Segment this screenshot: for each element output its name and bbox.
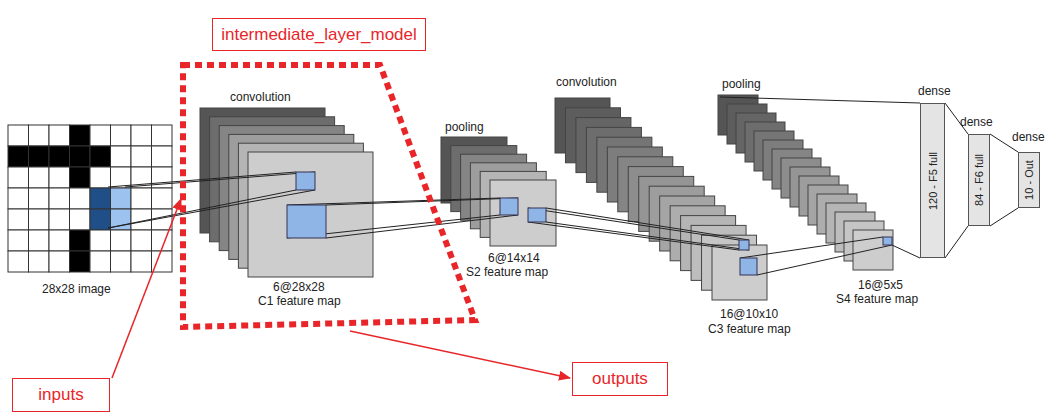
layer-type: pooling	[445, 120, 484, 134]
pixel-cell	[8, 209, 29, 230]
receptive-lines	[108, 97, 920, 275]
pixel-cell	[90, 230, 111, 251]
node-text: 120 - F5 full	[927, 151, 939, 209]
pixel-cell	[29, 230, 50, 251]
pixel-cell	[49, 167, 70, 188]
dense-layer: 10 - Out	[1018, 152, 1040, 208]
pixel-cell	[131, 251, 152, 272]
pixel-cell	[90, 167, 111, 188]
pixel-cell	[49, 230, 70, 251]
pixel-cell	[29, 146, 50, 167]
pixel-cell	[131, 125, 152, 146]
highlight-patches	[287, 172, 892, 275]
node-text: intermediate_layer_model	[221, 25, 417, 45]
pixel-cell	[90, 251, 111, 272]
pixel-cell	[90, 209, 111, 230]
pixel-cell	[111, 251, 132, 272]
pixel-cell	[8, 167, 29, 188]
pixel-cell	[90, 146, 111, 167]
feature-map	[712, 245, 767, 300]
map-name: C3 feature map	[708, 322, 791, 336]
feature-map	[248, 152, 373, 277]
image-caption: 28x28 image	[42, 282, 111, 296]
pixel-cell	[29, 167, 50, 188]
pixel-cell	[70, 209, 91, 230]
pixel-cell	[29, 188, 50, 209]
map-size: 6@28x28	[273, 280, 325, 294]
pixel-cell	[131, 188, 152, 209]
pixel-cell	[111, 167, 132, 188]
pixel-cell	[29, 209, 50, 230]
node-text: inputs	[38, 385, 83, 405]
pixel-cell	[152, 188, 173, 209]
map-name: S4 feature map	[836, 292, 918, 306]
pixel-cell	[90, 125, 111, 146]
model-label-box: intermediate_layer_model	[212, 18, 426, 51]
outputs-label-box: outputs	[572, 362, 668, 396]
pixel-cell	[49, 188, 70, 209]
dense-layer: 120 - F5 full	[920, 103, 945, 258]
inputs-arrow	[112, 199, 181, 378]
pixel-cell	[49, 251, 70, 272]
feature-maps	[200, 95, 893, 300]
node-text: outputs	[592, 369, 648, 389]
layer-type: dense	[918, 84, 951, 98]
map-size: 16@5x5	[858, 278, 903, 292]
pixel-cell	[111, 125, 132, 146]
map-name: C1 feature map	[258, 294, 341, 308]
node-text: 84 - F6 full	[973, 154, 985, 206]
map-size: 6@14x14	[488, 251, 540, 265]
pixel-cell	[90, 188, 111, 209]
input-image	[8, 125, 172, 272]
pixel-cell	[152, 146, 173, 167]
feature-map	[490, 180, 556, 246]
pixel-cell	[70, 230, 91, 251]
pixel-cell	[49, 209, 70, 230]
pixel-cell	[111, 188, 132, 209]
pixel-cell	[8, 230, 29, 251]
pixel-cell	[70, 125, 91, 146]
pixel-cell	[29, 125, 50, 146]
pixel-cell	[70, 167, 91, 188]
pixel-cell	[29, 251, 50, 272]
pixel-cell	[131, 146, 152, 167]
layer-type: pooling	[722, 77, 761, 91]
pixel-cell	[8, 251, 29, 272]
node-text: 10 - Out	[1023, 160, 1035, 200]
map-name: S2 feature map	[466, 265, 548, 279]
dense-connection	[990, 134, 1018, 226]
pixel-cell	[111, 230, 132, 251]
pixel-cell	[70, 146, 91, 167]
pixel-cell	[111, 146, 132, 167]
layer-type: convolution	[556, 75, 617, 89]
pixel-cell	[152, 125, 173, 146]
layer-type: convolution	[230, 90, 291, 104]
pixel-cell	[70, 251, 91, 272]
pixel-cell	[70, 188, 91, 209]
inputs-label-box: inputs	[12, 378, 110, 412]
outputs-arrow	[350, 331, 570, 378]
pixel-cell	[49, 146, 70, 167]
pixel-cell	[8, 125, 29, 146]
pixel-cell	[8, 188, 29, 209]
map-size: 16@10x10	[720, 307, 778, 321]
dense-layer: 84 - F6 full	[968, 134, 990, 226]
feature-map	[853, 230, 893, 270]
pixel-cell	[49, 125, 70, 146]
pixel-cell	[131, 230, 152, 251]
dashed-region	[183, 65, 475, 327]
layer-type: dense	[1012, 130, 1045, 144]
layer-type: dense	[960, 115, 993, 129]
pixel-cell	[8, 146, 29, 167]
